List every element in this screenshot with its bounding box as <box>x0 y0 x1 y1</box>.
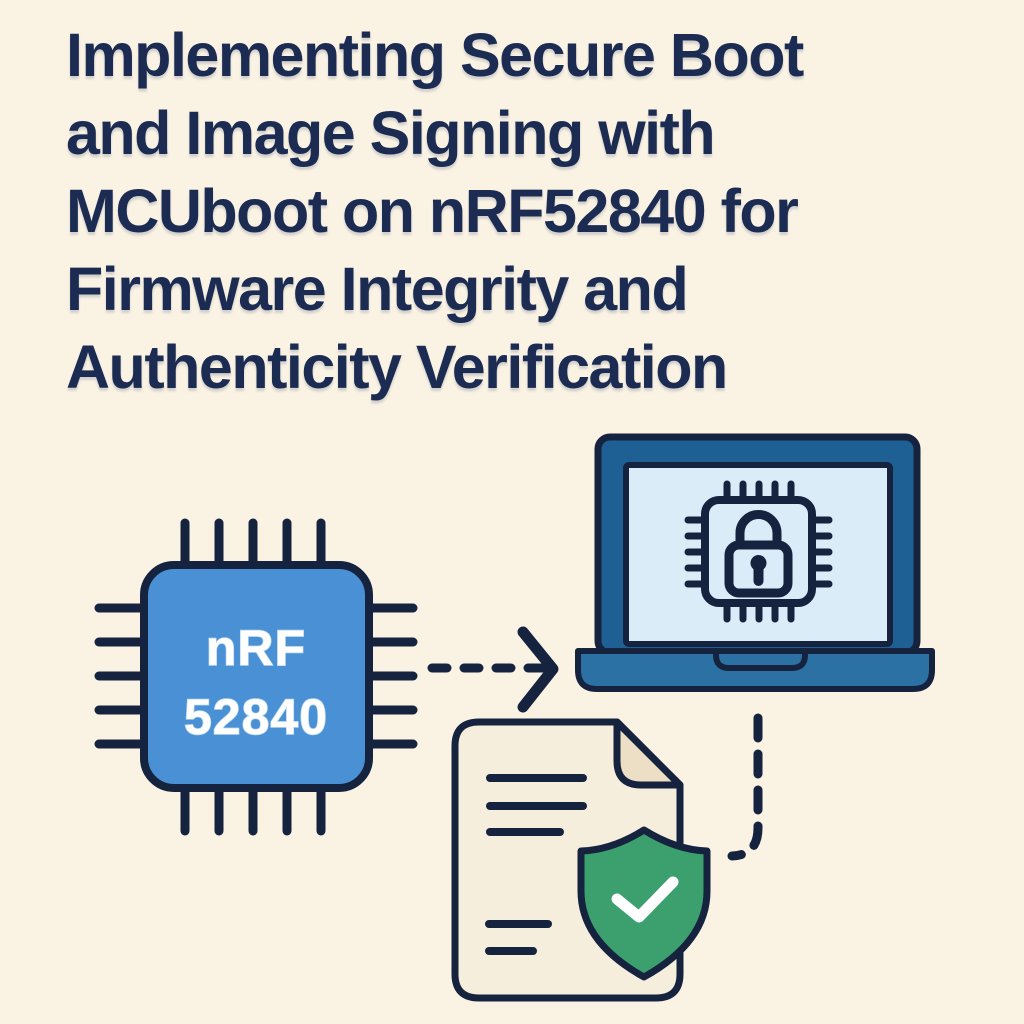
title-line-3: MCUboot on nRF52840 for <box>66 177 799 245</box>
chip-pins-top <box>180 518 326 571</box>
verified-shield-icon <box>577 826 711 981</box>
lock-shackle <box>735 510 782 551</box>
chip-body <box>140 561 373 792</box>
mcu-chip-icon <box>94 518 418 836</box>
secure-chip-icon <box>684 480 833 623</box>
dashed-connector-icon <box>727 713 763 861</box>
secure-boot-flow-illustration: nRF 52840 <box>94 433 935 1002</box>
title-line-1: Implementing Secure Boot <box>66 21 804 89</box>
page-title: Implementing Secure Boot and Image Signi… <box>66 16 976 406</box>
chip-label-line2: 52840 <box>184 689 328 745</box>
document-text-lines <box>485 774 587 955</box>
chip-pins-left <box>94 603 149 749</box>
shield-body <box>577 826 711 981</box>
title-line-5: Authenticity Verification <box>66 333 728 401</box>
chip-pins-bottom <box>180 782 326 836</box>
laptop-base-notch <box>713 648 808 671</box>
checkmark-icon <box>611 876 679 923</box>
chip-label-line1: nRF <box>206 620 306 676</box>
lock-icon <box>724 510 793 598</box>
arrow-head <box>517 626 559 713</box>
title-line-2: and Image Signing with <box>66 99 716 167</box>
title-line-4: Firmware Integrity and <box>66 255 689 323</box>
chip-pins-right <box>363 603 418 749</box>
document-fold-corner <box>613 718 684 789</box>
dashed-arrow-icon <box>427 626 559 713</box>
